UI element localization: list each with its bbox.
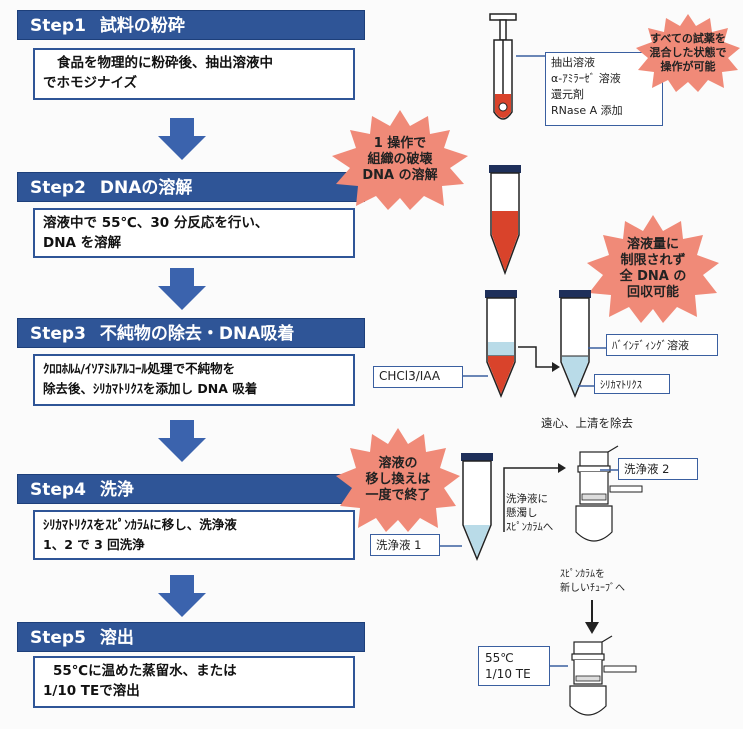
- callout-burst-2: 1 操作で 組織の破壊 DNA の溶解: [330, 110, 470, 210]
- step5-header: Step5 溶出: [17, 622, 365, 652]
- centrifuge-tube-step2: [489, 165, 521, 276]
- reagent-reducing-agent: 還元剤: [551, 88, 584, 101]
- move-down-arrow: [585, 600, 599, 634]
- centrifuge-remove-supernatant: 遠心、上清を除去: [541, 416, 633, 430]
- chcl3-pointer: [462, 375, 488, 377]
- step2-header: Step2 DNAの溶解: [17, 172, 365, 202]
- chcl3-label: CHCl3/IAA: [373, 366, 463, 388]
- centrifuge-tube-step4: [461, 453, 493, 561]
- suspend-to-spin-column-note: 洗浄液に 懸濁し ｽﾋﾟﾝｶﾗﾑへ: [506, 493, 554, 533]
- step1-line1: 食品を物理的に粉砕後、抽出溶液中: [57, 55, 273, 71]
- step5-line2: 1/10 TEで溶出: [43, 683, 140, 699]
- step4-header: Step4 洗浄: [17, 474, 365, 504]
- elute-pointer: [548, 665, 568, 667]
- move-spin-column-note: ｽﾋﾟﾝｶﾗﾑを 新しいﾁｭｰﾌﾞへ: [560, 569, 625, 594]
- down-arrow-3: [158, 420, 206, 462]
- step1-line2: でホモジナイズ: [43, 75, 138, 91]
- reagent-pointer-line: [516, 55, 546, 57]
- step3-title: 不純物の除去・DNA吸着: [99, 324, 295, 344]
- step2-description: 溶液中で 55℃、30 分反応を行い、 DNA を溶解: [33, 208, 355, 258]
- step1-number: Step1: [30, 16, 86, 36]
- step4-line2: 1、2 で 3 回洗浄: [43, 537, 145, 552]
- down-arrow-2: [158, 268, 206, 310]
- step4-number: Step4: [30, 480, 86, 500]
- step3-header: Step3 不純物の除去・DNA吸着: [17, 318, 365, 348]
- wash1-pointer: [438, 545, 462, 547]
- elution-buffer-label: 55℃ 1/10 TE: [478, 646, 550, 686]
- step4-title: 洗浄: [99, 480, 134, 500]
- step1-title: 試料の粉砕: [99, 16, 185, 36]
- step5-number: Step5: [30, 628, 86, 648]
- suspend-arrow: [503, 463, 566, 532]
- silica-matrix-label: ｼﾘｶﾏﾄﾘｸｽ: [594, 374, 670, 394]
- step1-description: 食品を物理的に粉砕後、抽出溶液中 でホモジナイズ: [33, 48, 355, 100]
- step4-description: ｼﾘｶﾏﾄﾘｸｽをｽﾋﾟﾝｶﾗﾑに移し、洗浄液 1、2 で 3 回洗浄: [33, 510, 355, 560]
- step2-title: DNAの溶解: [99, 178, 193, 198]
- callout-burst-3: 溶液量に 制限されず 全 DNA の 回収可能: [585, 215, 721, 323]
- spin-column-step5: [569, 635, 637, 716]
- binding-solution-label: ﾊﾞｲﾝﾃﾞｨﾝｸﾞ溶液: [606, 334, 718, 356]
- reagent-rnase: RNase A 添加: [551, 104, 623, 117]
- callout-burst-1: すべての試薬を 混合した状態で 操作が可能: [636, 14, 740, 92]
- centrifuge-tube-step3-right: [559, 290, 591, 398]
- step3-number: Step3: [30, 324, 86, 344]
- step3-line2: 除去後、ｼﾘｶﾏﾄﾘｸｽを添加し DNA 吸着: [43, 381, 258, 396]
- callout-burst-4-text: 溶液の 移し換えは 一度で終了: [365, 456, 431, 503]
- wash2-pointer: [600, 469, 620, 471]
- callout-burst-1-text: すべての試薬を 混合した状態で 操作が可能: [649, 32, 727, 73]
- step5-title: 溶出: [99, 628, 134, 648]
- step2-line2: DNA を溶解: [43, 235, 122, 251]
- step4-line1: ｼﾘｶﾏﾄﾘｸｽをｽﾋﾟﾝｶﾗﾑに移し、洗浄液: [43, 517, 237, 532]
- reagent-extraction-solution: 抽出溶液: [551, 56, 595, 69]
- step3-line1: ｸﾛﾛﾎﾙﾑ/ｲｿｱﾐﾙｱﾙｺｰﾙ処理で不純物を: [43, 361, 236, 376]
- step3-description: ｸﾛﾛﾎﾙﾑ/ｲｿｱﾐﾙｱﾙｺｰﾙ処理で不純物を 除去後、ｼﾘｶﾏﾄﾘｸｽを添加…: [33, 354, 355, 406]
- step1-header: Step1 試料の粉砕: [17, 10, 365, 40]
- callout-burst-4: 溶液の 移し換えは 一度で終了: [336, 428, 460, 532]
- homogenizer-tube-illustration: [489, 13, 517, 120]
- down-arrow-4: [158, 575, 206, 617]
- wash-solution-2-label: 洗浄液 2: [618, 458, 698, 480]
- silica-pointer: [578, 385, 596, 387]
- spin-column-step4: [575, 445, 643, 542]
- centrifuge-tube-step3-left: [485, 290, 517, 398]
- callout-burst-2-text: 1 操作で 組織の破壊 DNA の溶解: [362, 136, 438, 183]
- callout-burst-3-text: 溶液量に 制限されず 全 DNA の 回収可能: [619, 237, 687, 300]
- transfer-arrow-step3: [518, 346, 560, 372]
- step5-description: 55℃に温めた蒸留水、または 1/10 TEで溶出: [33, 656, 355, 708]
- binding-pointer: [588, 347, 608, 349]
- wash-solution-1-label: 洗浄液 1: [370, 534, 440, 556]
- down-arrow-1: [158, 118, 206, 160]
- step2-line1: 溶液中で 55℃、30 分反応を行い、: [43, 215, 269, 231]
- step5-line1: 55℃に温めた蒸留水、または: [53, 663, 237, 679]
- reagent-amylase: α-ｱﾐﾗｰｾﾞ 溶液: [551, 72, 621, 85]
- step2-number: Step2: [30, 178, 86, 198]
